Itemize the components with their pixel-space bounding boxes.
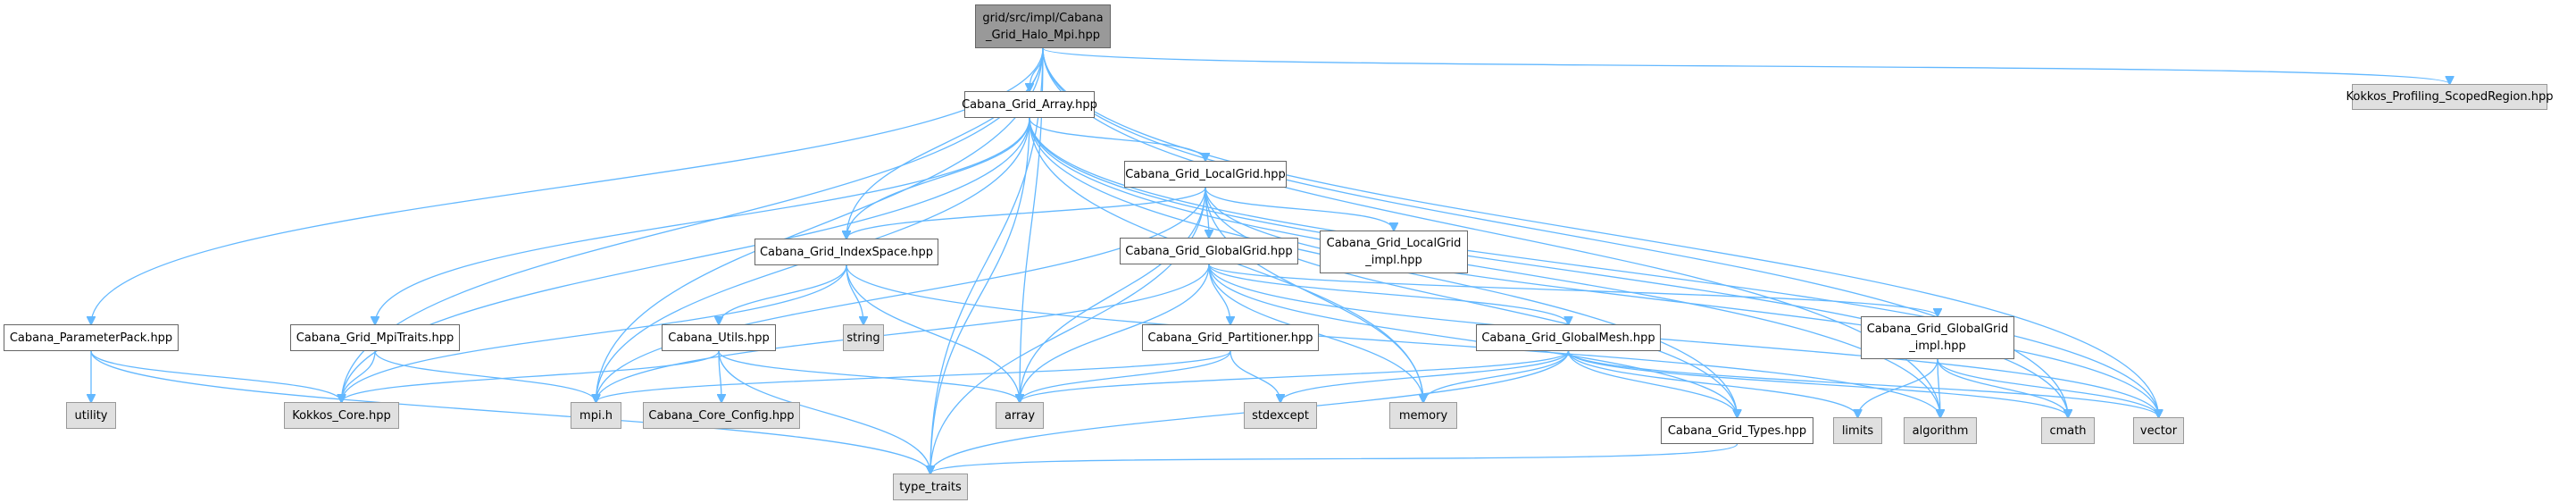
edge-array_hpp-to-localgrid xyxy=(1029,117,1205,161)
node-stdexcept[interactable]: stdexcept xyxy=(1244,402,1317,429)
edge-partitioner-to-array xyxy=(1020,350,1231,402)
edge-indexspace-to-string xyxy=(846,264,863,324)
edge-globalmesh-to-types xyxy=(1567,350,1738,417)
edge-localgrid-to-array xyxy=(1020,187,1206,402)
edge-array_hpp-to-vector xyxy=(1029,117,2159,417)
node-cabana-grid-localgrid-impl[interactable]: Cabana_Grid_LocalGrid _impl.hpp xyxy=(1320,231,1468,273)
node-cabana-grid-globalgrid-impl[interactable]: Cabana_Grid_GlobalGrid _impl.hpp xyxy=(1861,316,2014,359)
node-mpi-h[interactable]: mpi.h xyxy=(571,402,621,429)
edge-root-to-kokkos_prof xyxy=(1042,47,2450,84)
node-algorithm[interactable]: algorithm xyxy=(1904,417,1977,444)
node-utility[interactable]: utility xyxy=(66,402,116,429)
node-vector[interactable]: vector xyxy=(2133,417,2184,444)
edge-globalgrid-to-globalgrid_impl xyxy=(1208,264,1938,316)
edge-indexspace-to-array xyxy=(846,264,1020,402)
edge-localgrid-to-localgrid_impl xyxy=(1205,187,1394,231)
node-cabana-grid-array[interactable]: Cabana_Grid_Array.hpp xyxy=(962,91,1097,118)
node-cabana-core-config[interactable]: Cabana_Core_Config.hpp xyxy=(643,402,800,429)
edge-globalgrid-to-types xyxy=(1208,264,1738,417)
node-kokkos-core[interactable]: Kokkos_Core.hpp xyxy=(284,402,399,429)
edge-localgrid-to-mpi xyxy=(596,187,1206,402)
node-cmath[interactable]: cmath xyxy=(2041,417,2095,444)
edge-globalmesh-to-memory xyxy=(1423,350,1570,402)
edge-globalgrid-to-globalmesh xyxy=(1208,264,1569,324)
edge-array_hpp-to-mpitraits xyxy=(375,117,1030,324)
node-string[interactable]: string xyxy=(843,324,884,351)
edge-partitioner-to-stdexcept xyxy=(1230,350,1280,402)
edge-utils-to-core_config xyxy=(719,350,721,402)
edge-indexspace-to-utils xyxy=(719,264,847,324)
edge-localgrid-to-indexspace xyxy=(846,187,1206,239)
node-cabana-parameterpack[interactable]: Cabana_ParameterPack.hpp xyxy=(4,324,179,351)
edge-utils-to-array xyxy=(718,350,1020,402)
edge-globalgrid_impl-to-cmath xyxy=(1937,358,2068,417)
edge-array_hpp-to-type_traits xyxy=(930,117,1030,474)
node-kokkos-profiling-scopedregion[interactable]: Kokkos_Profiling_ScopedRegion.hpp xyxy=(2347,84,2553,110)
node-cabana-grid-localgrid[interactable]: Cabana_Grid_LocalGrid.hpp xyxy=(1124,161,1287,188)
edge-utils-to-type_traits xyxy=(718,350,930,474)
edge-localgrid-to-vector xyxy=(1205,187,2159,417)
node-memory[interactable]: memory xyxy=(1389,402,1457,429)
edge-array_hpp-to-indexspace xyxy=(846,117,1030,239)
edge-parameterpack-to-type_traits xyxy=(90,350,930,474)
node-cabana-grid-partitioner[interactable]: Cabana_Grid_Partitioner.hpp xyxy=(1142,324,1319,351)
node-array[interactable]: array xyxy=(996,402,1044,429)
edge-globalgrid-to-mpi xyxy=(596,264,1210,402)
edge-globalmesh-to-array xyxy=(1020,350,1570,402)
edge-localgrid-to-memory xyxy=(1205,187,1423,402)
edge-root-to-cmath xyxy=(1042,47,2068,417)
edge-globalgrid-to-array xyxy=(1020,264,1210,402)
edge-globalgrid_impl-to-algorithm xyxy=(1938,358,1940,417)
node-cabana-grid-mpitraits[interactable]: Cabana_Grid_MpiTraits.hpp xyxy=(290,324,460,351)
node-cabana-grid-globalmesh[interactable]: Cabana_Grid_GlobalMesh.hpp xyxy=(1476,324,1661,351)
edge-types-to-type_traits xyxy=(930,443,1738,474)
edge-globalmesh-to-limits xyxy=(1567,350,1858,417)
node-type-traits[interactable]: type_traits xyxy=(893,474,968,500)
edge-globalgrid-to-vector xyxy=(1208,264,2159,417)
edge-utils-to-kokkos_core xyxy=(342,350,720,402)
node-cabana-utils[interactable]: Cabana_Utils.hpp xyxy=(662,324,776,351)
edge-globalgrid_impl-to-limits xyxy=(1858,358,1938,417)
edge-globalmesh-to-stdexcept xyxy=(1280,350,1570,402)
node-cabana-grid-types[interactable]: Cabana_Grid_Types.hpp xyxy=(1661,417,1813,444)
node-limits[interactable]: limits xyxy=(1833,417,1882,444)
edge-globalmesh-to-vector xyxy=(1567,350,2159,417)
edge-array_hpp-to-algorithm xyxy=(1029,117,1940,417)
edge-indexspace-to-kokkos_core xyxy=(342,264,847,402)
node-cabana-grid-indexspace[interactable]: Cabana_Grid_IndexSpace.hpp xyxy=(754,239,938,265)
edge-globalgrid_impl-to-vector xyxy=(1937,358,2159,417)
edge-parameterpack-to-kokkos_core xyxy=(90,350,342,402)
edge-root-to-algorithm xyxy=(1042,47,1940,417)
edge-mpitraits-to-mpi xyxy=(374,350,596,402)
node-cabana-grid-globalgrid[interactable]: Cabana_Grid_GlobalGrid.hpp xyxy=(1120,238,1298,264)
edge-globalmesh-to-cmath xyxy=(1567,350,2069,417)
edge-root-to-vector xyxy=(1042,47,2159,417)
node-root-halo-mpi[interactable]: grid/src/impl/Cabana _Grid_Halo_Mpi.hpp xyxy=(975,4,1111,48)
edge-partitioner-to-mpi xyxy=(596,350,1231,402)
